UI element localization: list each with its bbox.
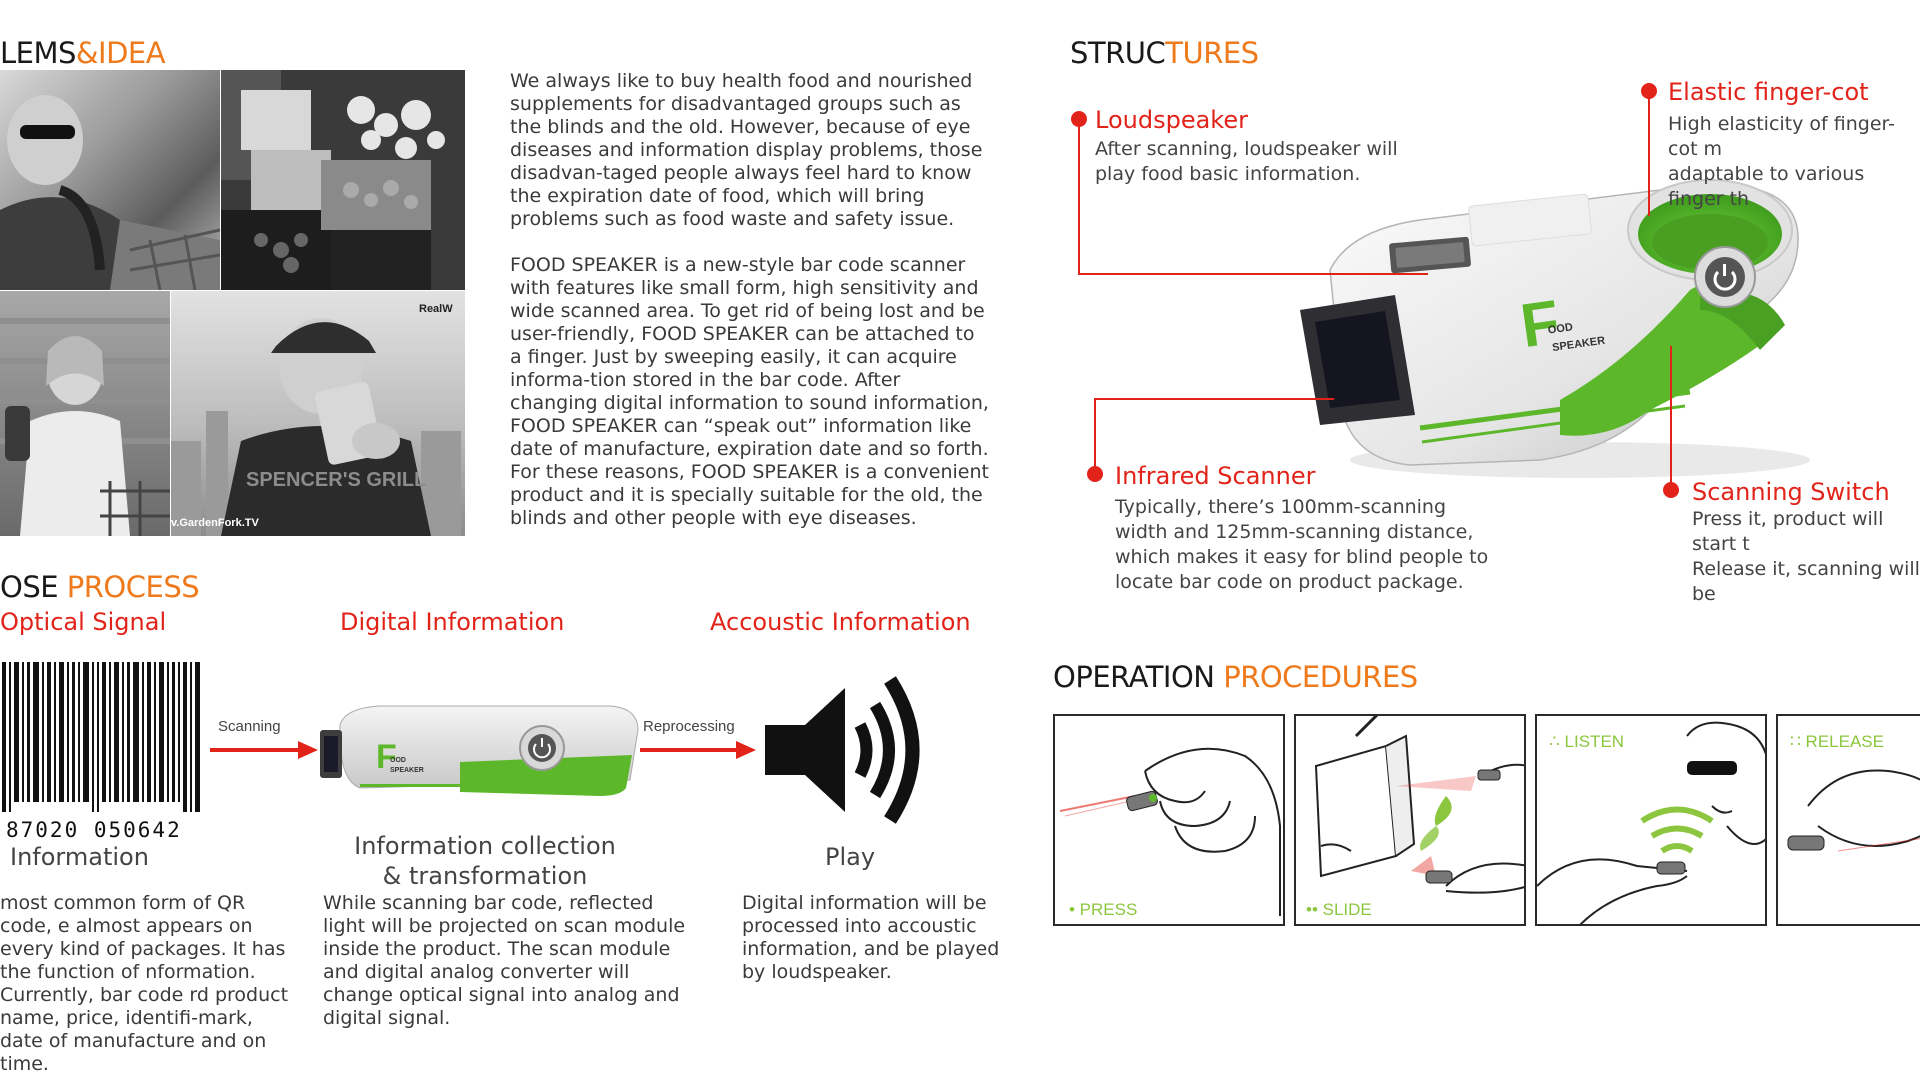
step-label-digital-information: Digital Information [340,608,565,636]
arrow-label-scanning: Scanning [218,718,281,735]
step-caption-play: Play [824,843,876,871]
callout-title-loudspeaker: Loudspeaker [1095,106,1248,134]
callout-line-finger-cot [1648,90,1650,216]
callout-body-loudspeaker: After scanning, loudspeaker will play fo… [1095,138,1398,185]
callout-dot-switch [1663,482,1679,498]
callout-line-scanner-horizontal [1094,398,1334,400]
step-description-accoustic: Digital information will be processed in… [742,892,1000,983]
product-image-small: F OOD SPEAKER [320,700,640,805]
callout-body-infrared-scanner: Typically, there’s 100mm-scanning width … [1115,496,1489,593]
arrow-scanning [210,740,320,760]
photo-caption-gardenfork: v.GardenFork.TV [171,517,259,529]
problems-title: LEMS&IDEA [0,36,166,70]
operation-label-press: • PRESS [1069,900,1138,919]
callout-dot-finger-cot [1641,83,1657,99]
step-label-optical-signal: Optical Signal [0,608,167,636]
svg-text:SPEAKER: SPEAKER [390,767,424,774]
problems-paragraph-2: FOOD SPEAKER is a new-style bar code sca… [510,254,989,529]
step-caption-information-collection: Information collection & transformation [354,832,616,890]
operation-panel-listen: ∴ LISTEN [1535,714,1767,926]
photo-gift-boxes [221,70,465,290]
arrow-reprocessing [640,740,760,760]
problems-paragraph-1: We always like to buy health food and no… [510,70,983,230]
process-title: OSE PROCESS [0,570,200,604]
svg-text:F: F [376,738,397,776]
operation-title: OPERATION PROCEDURES [1053,660,1418,694]
callout-title-scanning-switch: Scanning Switch [1692,478,1890,506]
callout-line-scanner-vertical [1094,398,1096,474]
callout-body-scanning-switch: Press it, product will start t Release i… [1692,508,1920,605]
structures-title: STRUCTURES [1070,36,1259,70]
barcode-graphic [0,660,210,840]
svg-text:OOD: OOD [390,757,406,764]
operation-panel-slide: •• SLIDE [1294,714,1526,926]
callout-dot-scanner [1087,466,1103,482]
speaker-icon [765,670,925,830]
svg-text:OOD: OOD [1547,321,1574,336]
product-image-large: F OOD SPEAKER [1290,160,1830,490]
operation-label-listen: ∴ LISTEN [1549,732,1625,751]
shirt-text: SPENCER'S GRILL [246,469,426,491]
callout-title-finger-cot: Elastic finger-cot [1668,78,1869,106]
operation-panel-press: • PRESS [1053,714,1285,926]
step-description-optical: most common form of QR code, e almost ap… [0,892,289,1075]
callout-dot-loudspeaker [1071,111,1087,127]
barcode-digits: 87020 050642 [6,818,182,842]
callout-body-finger-cot: High elasticity of finger-cot m adaptabl… [1668,113,1895,210]
operation-label-release: ∷ RELEASE [1790,732,1884,751]
photo-caption-realworld: RealW [419,303,453,315]
step-label-accoustic-information: Accoustic Information [710,608,971,636]
callout-line-loudspeaker-vertical [1078,118,1080,274]
arrow-label-reprocessing: Reprocessing [643,718,735,735]
callout-line-switch [1670,346,1672,486]
photo-man-with-package: SPENCER'S GRILL RealW v.GardenFork.TV [171,291,465,536]
operation-panel-release: ∷ RELEASE [1776,714,1920,926]
callout-title-infrared-scanner: Infrared Scanner [1115,462,1316,490]
step-caption-information: Information [10,843,149,871]
callout-line-loudspeaker-horizontal [1078,273,1428,275]
operation-label-slide: •• SLIDE [1306,900,1372,919]
step-description-digital: While scanning bar code, reflected light… [323,892,686,1029]
photo-elderly-woman [0,70,220,290]
photo-woman-shopping [0,291,170,536]
